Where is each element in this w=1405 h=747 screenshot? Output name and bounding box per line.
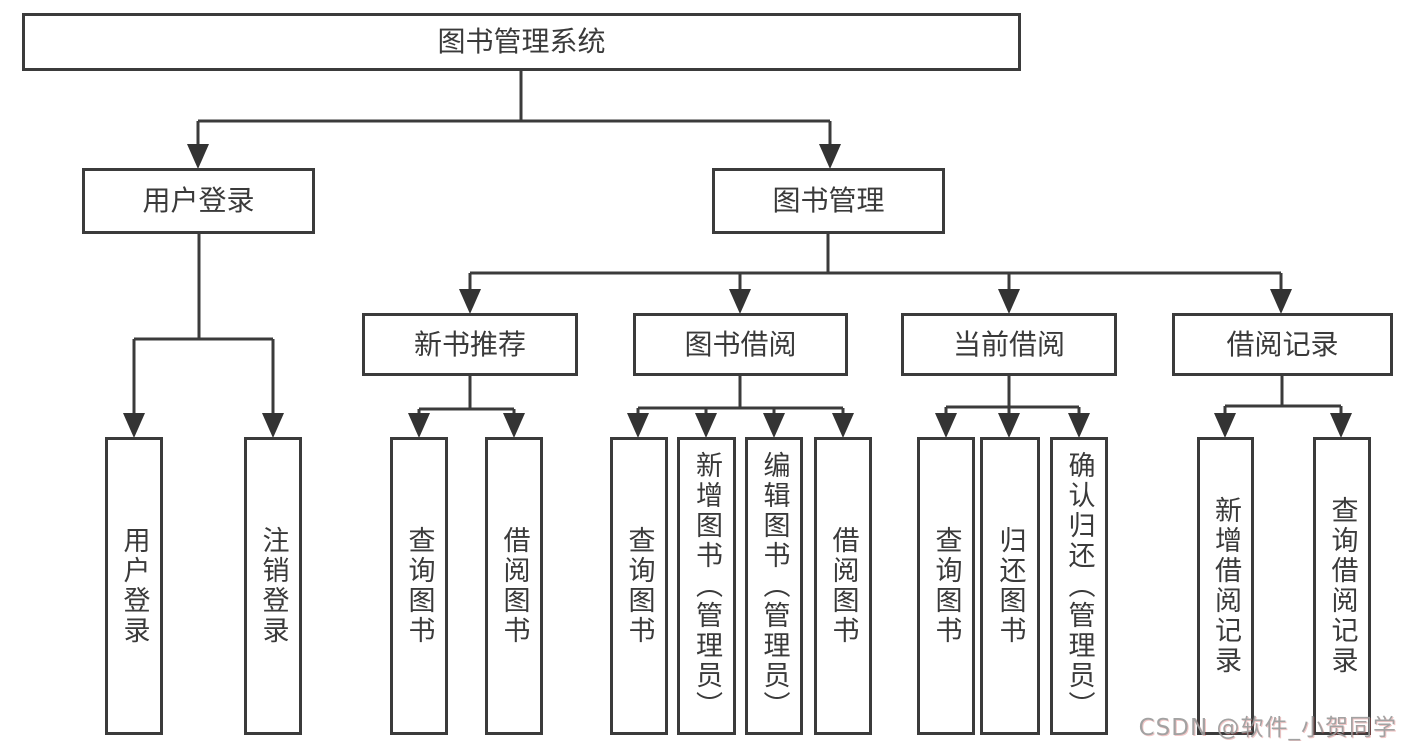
node-label: 编辑图书（管理员） <box>758 451 790 721</box>
node-label: 确认归还（管理员） <box>1063 451 1095 721</box>
node-label: 当前借阅 <box>952 327 1065 361</box>
connector-user-login-children <box>123 234 284 438</box>
connector-current-borrowing-children <box>935 375 1090 438</box>
node-label: 查询图书 <box>930 526 962 646</box>
node-label: 查询图书 <box>623 526 655 646</box>
leaf-query-borrow-record: 查询借阅记录 <box>1313 437 1371 735</box>
node-book-borrowing: 图书借阅 <box>633 313 848 376</box>
node-label: 查询图书 <box>403 526 435 646</box>
node-label: 新书推荐 <box>413 327 526 361</box>
leaf-logout: 注销登录 <box>244 437 302 735</box>
leaf-query-books-2: 查询图书 <box>610 437 668 735</box>
node-label: 注销登录 <box>257 526 289 646</box>
leaf-confirm-return-admin: 确认归还（管理员） <box>1050 437 1108 735</box>
node-book-management: 图书管理 <box>712 168 945 234</box>
watermark: CSDN @软件_小贺同学 <box>1138 715 1397 741</box>
leaf-query-books-1: 查询图书 <box>390 437 448 735</box>
leaf-user-login: 用户登录 <box>105 437 163 735</box>
leaf-add-books-admin: 新增图书（管理员） <box>677 437 736 735</box>
node-label: 借阅图书 <box>498 526 530 646</box>
node-label: 查询借阅记录 <box>1326 496 1358 676</box>
leaf-query-books-3: 查询图书 <box>917 437 975 735</box>
node-label: 借阅图书 <box>827 526 859 646</box>
connector-root-to-level2 <box>187 70 841 169</box>
node-label: 新增借阅记录 <box>1210 496 1241 676</box>
node-label: 借阅记录 <box>1226 327 1339 361</box>
node-borrowing-records: 借阅记录 <box>1172 313 1393 376</box>
connector-book-management-children <box>459 234 1292 314</box>
connector-book-borrowing-children <box>627 375 854 438</box>
connector-borrowing-records-children <box>1214 375 1352 438</box>
node-label: 用户登录 <box>142 184 255 217</box>
leaf-borrow-books-1: 借阅图书 <box>485 437 543 735</box>
node-label: 图书借阅 <box>684 327 797 361</box>
node-label: 归还图书 <box>994 526 1026 646</box>
connector-new-book-recommend-children <box>408 375 525 438</box>
node-label: 图书管理 <box>772 184 885 217</box>
leaf-add-borrow-record: 新增借阅记录 <box>1197 437 1254 735</box>
node-new-book-recommend: 新书推荐 <box>362 313 578 376</box>
leaf-edit-books-admin: 编辑图书（管理员） <box>745 437 803 735</box>
node-current-borrowing: 当前借阅 <box>901 313 1117 376</box>
leaf-return-books: 归还图书 <box>980 437 1040 735</box>
node-label: 用户登录 <box>118 526 150 646</box>
node-library-management-system: 图书管理系统 <box>22 13 1021 71</box>
node-label: 新增图书（管理员） <box>691 451 722 721</box>
node-user-login: 用户登录 <box>82 168 315 234</box>
leaf-borrow-books-2: 借阅图书 <box>814 437 872 735</box>
node-label: 图书管理系统 <box>437 25 606 58</box>
